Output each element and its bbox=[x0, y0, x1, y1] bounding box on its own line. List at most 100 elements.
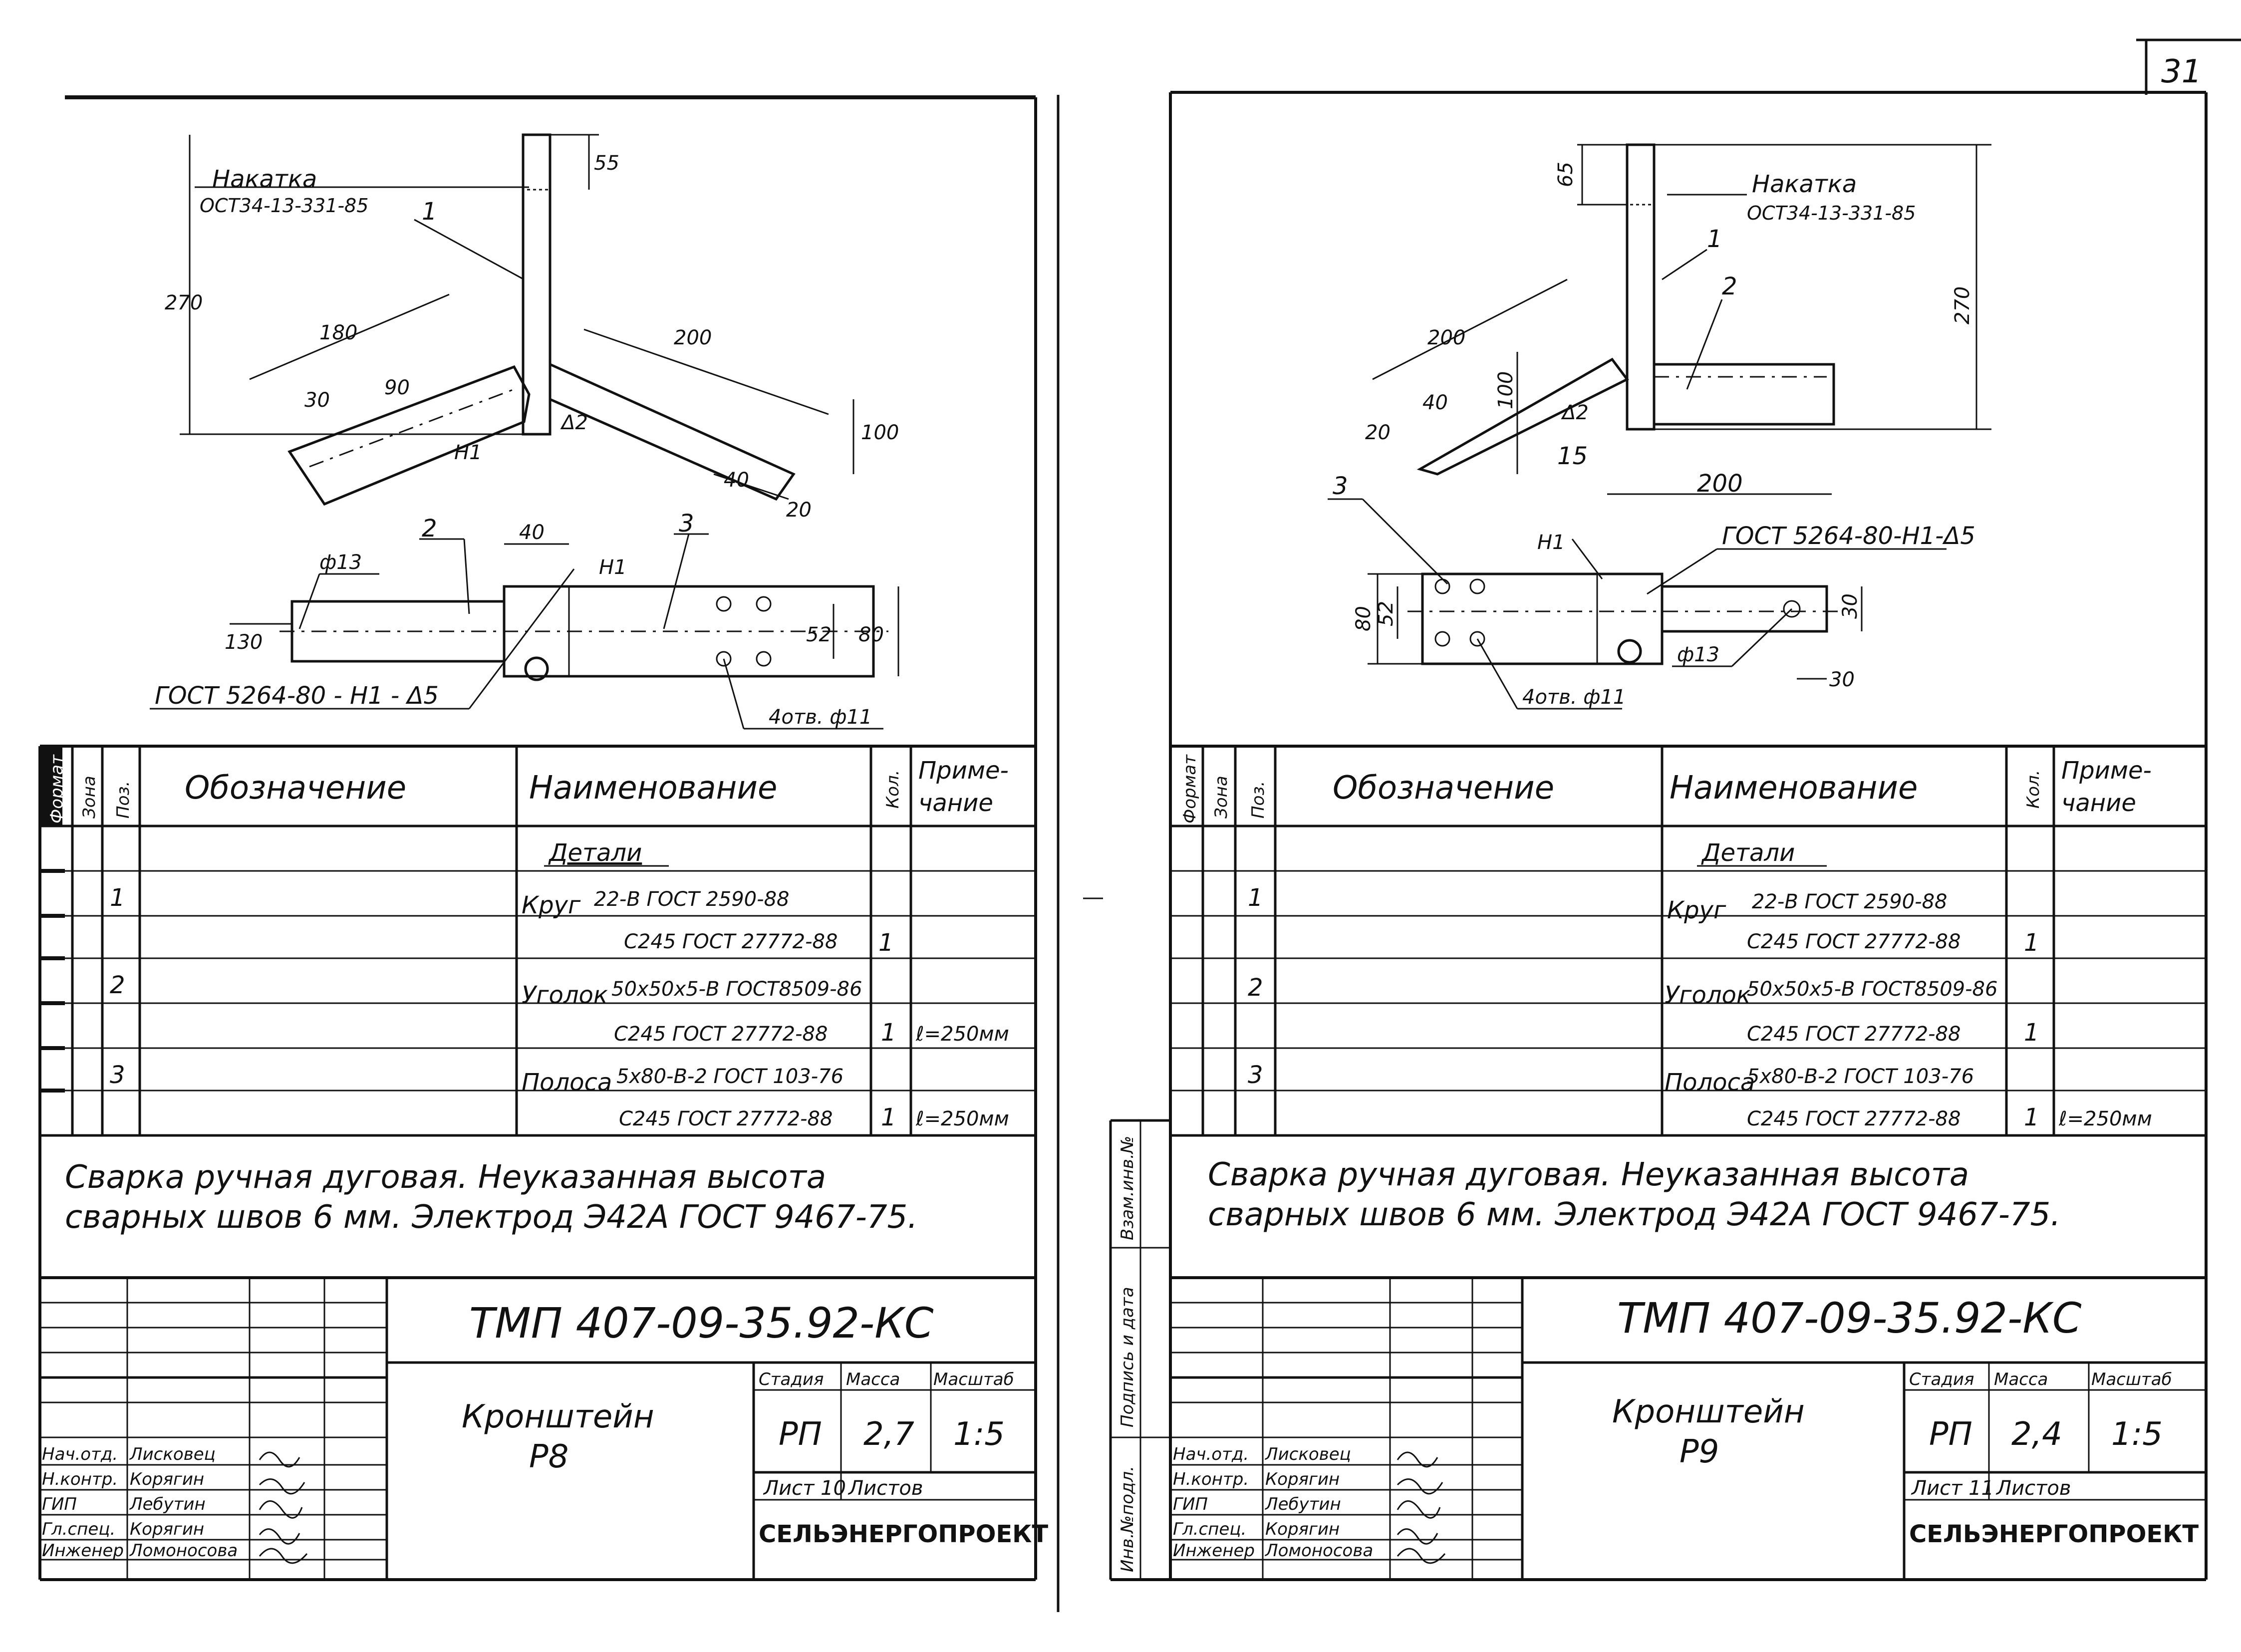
dim-30: 30 bbox=[304, 389, 330, 412]
dim-200-line bbox=[583, 328, 829, 415]
pos1-leader bbox=[1662, 249, 1707, 280]
row3-note: ℓ=250мм bbox=[915, 1107, 1009, 1130]
hdr-format: Формат bbox=[1180, 754, 1200, 824]
hole-1 bbox=[1434, 578, 1450, 594]
hole-3 bbox=[1434, 631, 1450, 647]
hdr-note-1: Приме- bbox=[918, 757, 1009, 785]
plan-angle bbox=[1596, 573, 1663, 665]
drawing-code: ТМП 407-09-35.92-КС bbox=[1617, 1294, 2082, 1343]
dim-55: 55 bbox=[594, 152, 619, 175]
spec-table-left: Формат Зона Поз. Обозначение Наименовани… bbox=[40, 745, 1036, 1137]
title-block-right: Нач.отд. Лисковец Н.контр. Корягин ГИП Л… bbox=[1170, 1276, 2206, 1580]
row3-line1: 5х80-В-2 ГОСТ 103-76 bbox=[1747, 1065, 1974, 1088]
weld-mark: Н1 bbox=[1537, 531, 1565, 554]
signature bbox=[259, 1548, 308, 1564]
staff-role-1: Нач.отд. bbox=[42, 1444, 118, 1464]
note-line-1: Сварка ручная дуговая. Неуказанная высот… bbox=[1208, 1156, 1969, 1193]
row1-pos: 1 bbox=[1248, 884, 1263, 912]
pos-2: 2 bbox=[422, 515, 437, 543]
stage-header: Стадия bbox=[759, 1370, 824, 1389]
row1-line2: С245 ГОСТ 27772-88 bbox=[1747, 930, 1961, 953]
d13-leader-2 bbox=[1731, 608, 1793, 667]
row2-pos: 2 bbox=[110, 971, 125, 999]
dim-20: 20 bbox=[1365, 421, 1391, 444]
dim-100: 100 bbox=[861, 421, 899, 444]
dim-40b: 40 bbox=[519, 521, 545, 544]
staff-role-5: Инженер bbox=[42, 1541, 124, 1561]
row2-name: Уголок bbox=[522, 981, 608, 1009]
hole-d13-label: ф13 bbox=[319, 551, 362, 574]
dim-30: 30 bbox=[1839, 593, 1862, 619]
row3-note: ℓ=250мм bbox=[2058, 1107, 2152, 1130]
scale-value: 1:5 bbox=[953, 1416, 1005, 1453]
drawing-title: Кронштейн bbox=[1612, 1393, 1805, 1430]
dim-180-line bbox=[249, 293, 450, 380]
format-col-fill bbox=[40, 746, 62, 826]
dim-100: 100 bbox=[1494, 371, 1517, 409]
mass-value: 2,4 bbox=[2011, 1416, 2062, 1453]
scale-header: Масштаб bbox=[933, 1370, 1014, 1389]
signature bbox=[1397, 1548, 1446, 1564]
row2-line2: С245 ГОСТ 27772-88 bbox=[614, 1023, 828, 1046]
pos3-leader-2 bbox=[663, 534, 690, 629]
row2-name: Уголок bbox=[1665, 981, 1751, 1009]
signature bbox=[1397, 1478, 1443, 1495]
side-stamp: Инв.№подл. Подпись и дата Взам.инв.№ bbox=[1109, 1119, 1170, 1580]
dim-20: 20 bbox=[786, 499, 812, 522]
knurl-label: Накатка bbox=[1752, 170, 1857, 198]
pos1-leader bbox=[414, 219, 525, 280]
staff-role-4: Гл.спец. bbox=[42, 1519, 115, 1539]
hdr-note-2: чание bbox=[918, 789, 993, 817]
angle-right bbox=[1653, 363, 1835, 426]
staff-name-3: Лебутин bbox=[129, 1494, 206, 1514]
dim-200-line bbox=[1372, 278, 1568, 380]
bracket-p9-plan: 3 Н1 ГОСТ 5264-80-Н1-Δ5 4отв. ф11 ф13 80… bbox=[1328, 472, 1975, 710]
dim-90: 90 bbox=[384, 376, 410, 399]
hole-d13 bbox=[524, 656, 549, 681]
row2-line1: 50х50х5-В ГОСТ8509-86 bbox=[1747, 978, 1997, 1001]
note-line-2: сварных швов 6 мм. Электрод Э42А ГОСТ 94… bbox=[65, 1199, 918, 1236]
row2-pos: 2 bbox=[1248, 974, 1263, 1002]
staff-name-1: Лисковец bbox=[1264, 1444, 1351, 1464]
angle-left-axis bbox=[309, 388, 515, 468]
drawing-code: ТМП 407-09-35.92-КС bbox=[469, 1299, 934, 1348]
d13-leader-2 bbox=[298, 573, 320, 629]
weld-std-leader-2 bbox=[1647, 548, 1717, 595]
hdr-qty: Кол. bbox=[2023, 770, 2043, 809]
signature bbox=[259, 1451, 300, 1468]
angle-left bbox=[287, 365, 531, 506]
pos2-leader-2 bbox=[463, 539, 470, 614]
signature bbox=[259, 1500, 303, 1519]
stage-value: РП bbox=[779, 1416, 822, 1453]
dim-40: 40 bbox=[1422, 391, 1448, 414]
title-block-left: Нач.отд. Лисковец Н.контр. Корягин ГИП Л… bbox=[40, 1276, 1048, 1580]
hole-d13-end bbox=[1783, 600, 1801, 618]
row1-qty: 1 bbox=[878, 929, 894, 957]
dim-270: 270 bbox=[1951, 286, 1974, 324]
scale-header: Масштаб bbox=[2091, 1370, 2172, 1389]
signature bbox=[259, 1478, 305, 1495]
row3-pos: 3 bbox=[1248, 1061, 1263, 1089]
hole-2 bbox=[1469, 578, 1485, 594]
bracket-p8-view: Накатка ОСТ34-13-331-85 1 55 270 180 30 … bbox=[165, 133, 899, 522]
sheet-number: Лист 11 bbox=[1911, 1477, 1994, 1500]
sheets-total: Листов bbox=[847, 1477, 923, 1500]
hdr-zone: Зона bbox=[79, 776, 99, 819]
knurl-std: ОСТ34-13-331-85 bbox=[200, 195, 368, 217]
dim-130: 130 bbox=[225, 631, 263, 654]
staff-name-2: Корягин bbox=[130, 1469, 204, 1489]
dim-40-line bbox=[713, 473, 789, 500]
row1-pos: 1 bbox=[110, 884, 125, 912]
hdr-name: Наименование bbox=[529, 770, 777, 807]
mass-value: 2,7 bbox=[863, 1416, 914, 1453]
staff-name-5: Ломоносова bbox=[1264, 1541, 1373, 1561]
staff-name-1: Лисковец bbox=[129, 1444, 216, 1464]
row3-name: Полоса bbox=[522, 1069, 612, 1097]
hole-d13-label: ф13 bbox=[1677, 643, 1719, 666]
hole-1 bbox=[716, 596, 732, 612]
dim-65: 65 bbox=[1554, 162, 1577, 187]
hole-4 bbox=[1469, 631, 1485, 647]
row3-qty: 1 bbox=[2024, 1103, 2039, 1131]
row3-line2: С245 ГОСТ 27772-88 bbox=[619, 1107, 833, 1130]
